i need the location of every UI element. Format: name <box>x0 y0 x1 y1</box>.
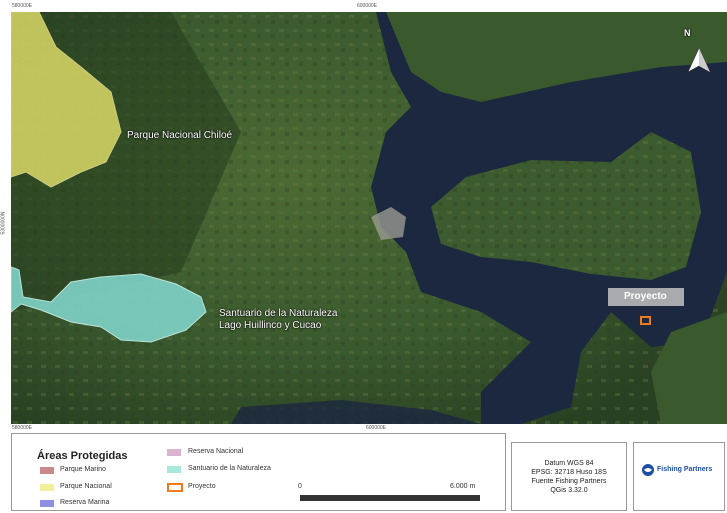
logo-panel: Fishing Partners <box>633 442 725 511</box>
north-arrow-label: N <box>684 28 691 38</box>
town <box>371 207 406 240</box>
legend-item-parque-nacional: Parque Nacional <box>60 483 112 490</box>
parque-nacional-polygon <box>11 12 122 188</box>
proyecto-marker <box>640 316 651 325</box>
proyecto-label-box <box>608 288 684 306</box>
coord-top-left: 580000E <box>12 3 33 9</box>
label-proyecto: Proyecto <box>624 291 667 302</box>
legend-item-santuario: Santuario de la Naturaleza <box>188 465 271 472</box>
datum-line4: QGis 3.32.0 <box>550 487 588 494</box>
scale-bar <box>300 495 480 501</box>
coord-top-mid: 600000E <box>357 3 378 9</box>
island-texture <box>431 132 701 280</box>
north-land <box>386 12 727 102</box>
coord-bottom-left: 580000E <box>12 425 33 431</box>
logo-text: Fishing Partners <box>657 466 713 473</box>
north-arrow-icon <box>687 47 711 73</box>
fishing-partners-logo-icon <box>642 464 654 476</box>
legend-panel: Áreas Protegidas Parque Marino Parque Na… <box>11 433 506 511</box>
scale-end-label: 6.000 m <box>450 483 476 490</box>
legend-swatch-proyecto <box>167 483 183 492</box>
south-peninsula <box>651 312 727 424</box>
legend-item-proyecto: Proyecto <box>188 483 216 490</box>
label-santuario-line2: Lago Huillinco y Cucao <box>219 320 322 331</box>
legend-title: Áreas Protegidas <box>37 450 128 462</box>
scale-start-label: 0 <box>298 483 302 490</box>
bottom-water <box>231 400 481 424</box>
label-parque-nacional-chiloe: Parque Nacional Chiloé <box>127 130 233 141</box>
legend-item-parque-marino: Parque Marino <box>60 466 106 473</box>
datum-line1: Datum WGS 84 <box>544 460 594 467</box>
legend-swatch-reserva-marina <box>40 500 54 507</box>
coord-left-side: 5300000N <box>0 211 7 235</box>
santuario-polygon <box>11 266 207 343</box>
coord-bottom-mid: 600000E <box>366 425 387 431</box>
legend-swatch-santuario <box>167 466 181 473</box>
legend-item-reserva-marina: Reserva Marina <box>60 499 110 506</box>
datum-panel: Datum WGS 84 EPSG: 32718 Huso 18S Fuente… <box>511 442 627 511</box>
datum-line2: EPSG: 32718 Huso 18S <box>531 469 607 476</box>
label-santuario-line1: Santuario de la Naturaleza <box>219 308 338 319</box>
map-canvas <box>11 12 727 424</box>
map-view[interactable]: N Parque Nacional Chiloé Santuario de la… <box>11 12 727 424</box>
legend-swatch-parque-marino <box>40 467 54 474</box>
legend-swatch-parque-nacional <box>40 484 54 491</box>
datum-line3: Fuente Fishing Partners <box>531 478 607 485</box>
legend-item-reserva-nacional: Reserva Nacional <box>188 448 244 455</box>
legend-swatch-reserva-nacional <box>167 449 181 456</box>
